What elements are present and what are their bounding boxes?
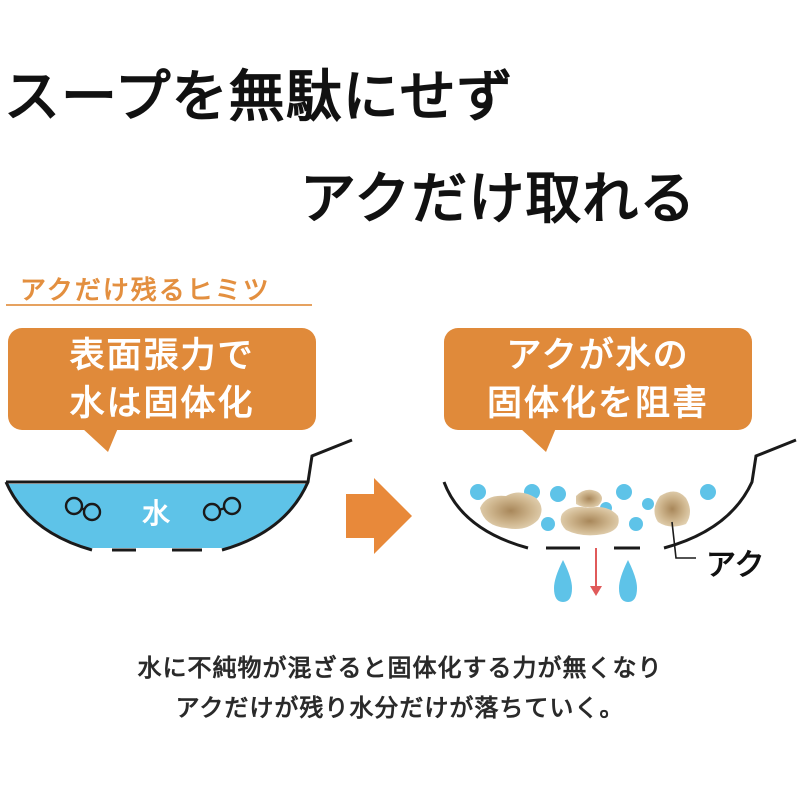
caption: 水に不純物が混ざると固体化する力が無くなり アクだけが残り水分だけが落ちていく。 xyxy=(0,648,800,728)
left-speech-bubble xyxy=(8,328,316,452)
caption-line-2: アクだけが残り水分だけが落ちていく。 xyxy=(175,694,625,722)
water-particles xyxy=(470,484,716,531)
right-bubble-line-1: アクが水の xyxy=(506,336,690,376)
headline-line-2: アクだけ取れる xyxy=(300,167,697,232)
water-label: 水 xyxy=(142,497,171,530)
scum-label: アク xyxy=(706,548,765,583)
molecule-icon xyxy=(202,496,242,522)
arrow-right-icon xyxy=(346,478,412,554)
molecule-icon xyxy=(64,496,102,522)
caption-line-1: 水に不純物が混ざると固体化する力が無くなり xyxy=(137,654,663,682)
right-bubble-line-2: 固体化を阻害 xyxy=(486,384,709,424)
right-speech-bubble xyxy=(444,328,752,452)
water-drop-icon xyxy=(554,560,572,602)
pot-outline-left xyxy=(4,481,93,552)
pot-outline-left xyxy=(442,481,529,550)
subtitle-underline xyxy=(6,304,312,306)
right-pot xyxy=(442,438,797,602)
scum-particles xyxy=(480,489,690,536)
water-surface xyxy=(8,484,306,548)
headline-line-1: スープを無駄にせず xyxy=(4,65,514,130)
pot-outline-right xyxy=(221,438,353,552)
pot-outline-right xyxy=(663,438,797,550)
water-drop-icon xyxy=(619,560,637,602)
scum-leader-line xyxy=(671,521,696,559)
section-subtitle: アクだけ残るヒミツ xyxy=(20,276,271,306)
left-bubble-line-1: 表面張力で xyxy=(69,336,255,376)
left-bubble-line-2: 水は固体化 xyxy=(69,384,255,424)
left-pot xyxy=(4,438,353,552)
